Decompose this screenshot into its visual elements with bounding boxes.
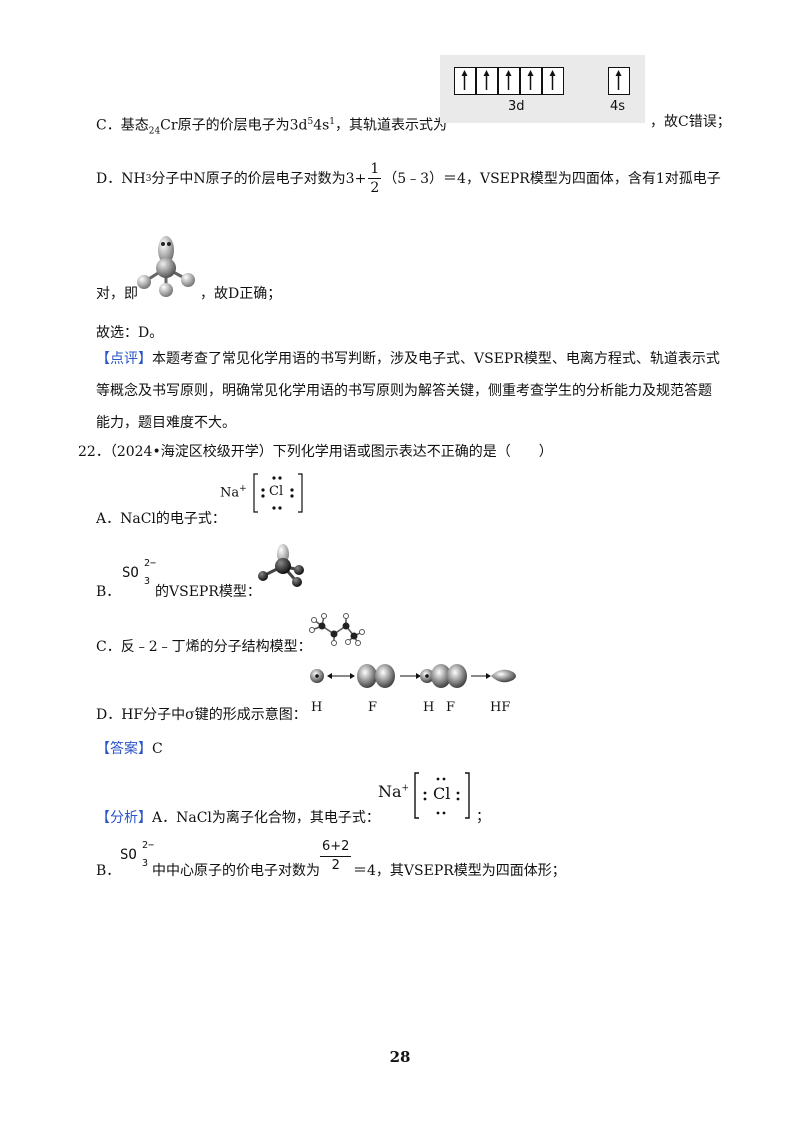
question-22-stem: 22．（2024•海淀区校级开学）下列化学用语或图示表达不正确的是（ ）: [78, 444, 553, 460]
orbital-cell: [498, 67, 520, 95]
answer-tag: 【答案】: [96, 741, 152, 757]
orbital-cell: [476, 67, 498, 95]
label-f: F: [368, 700, 378, 715]
option-c-line: C．基态24Cr原子的价层电子为3d54s1，其轨道表示式为: [96, 117, 448, 137]
hf-sigma-bond-diagram: [310, 664, 516, 688]
label-f2: F: [446, 700, 456, 715]
orbital-cell: [542, 67, 564, 95]
option-d-tail: ，故D正确；: [200, 286, 282, 302]
analysis-b-text: 中中心原子的价电子对数为: [152, 863, 320, 879]
comment-tag: 【点评】: [96, 351, 152, 367]
q22-option-a: A．NaCl的电子式：: [96, 511, 226, 527]
q22-option-b: B．: [96, 584, 121, 600]
label-h: H: [311, 700, 323, 715]
q22-option-b-text: 的VSEPR模型：: [155, 584, 261, 600]
label-hf: HF: [490, 700, 511, 715]
orbital-diagram: 3d 4s: [440, 55, 645, 123]
analysis-b-label: B．: [96, 863, 121, 879]
fraction-analysis: 6+2 2: [320, 839, 352, 873]
q22-option-c: C．反﹣2﹣丁烯的分子结构模型：: [96, 639, 312, 655]
comment-line-3: 能力，题目难度不大。: [96, 415, 236, 431]
nacl-electron-formula-analysis: Na+ Cl ；: [378, 768, 490, 825]
nacl-electron-formula: Na+ Cl: [220, 470, 310, 518]
option-c-tail: ，故C错误；: [650, 114, 731, 130]
analysis-b-tail: ＝4，其VSEPR模型为四面体形；: [353, 863, 566, 879]
so3-vsepr-model: [258, 544, 304, 587]
analysis-a-line: 【分析】A．NaCl为离子化合物，其电子式：: [96, 810, 380, 826]
option-d-line2: 对，即: [96, 286, 138, 302]
orbital-cell: [454, 67, 476, 95]
q22-option-d: D．HF分子中σ键的形成示意图：: [96, 707, 307, 723]
orbital-label-4s: 4s: [610, 99, 626, 114]
choice-line: 故选：D。: [96, 325, 164, 341]
analysis-tag: 【分析】: [96, 810, 152, 826]
orbital-cell: [520, 67, 542, 95]
comment-line-2: 等概念及书写原则，明确常见化学用语的书写原则为解答关键，侧重考查学生的分析能力及…: [96, 383, 712, 399]
page-number: 28: [389, 1048, 411, 1066]
orbital-cell: [608, 67, 630, 95]
comment-line-1: 【点评】本题考查了常见化学用语的书写判断，涉及电子式、VSEPR模型、电离方程式…: [96, 351, 720, 367]
answer-line: 【答案】C: [96, 741, 163, 757]
label-h2: H: [423, 700, 435, 715]
nh3-vsepr-model: [137, 236, 195, 297]
orbital-label-3d: 3d: [508, 99, 525, 114]
trans-2-butene-model: [309, 613, 365, 646]
